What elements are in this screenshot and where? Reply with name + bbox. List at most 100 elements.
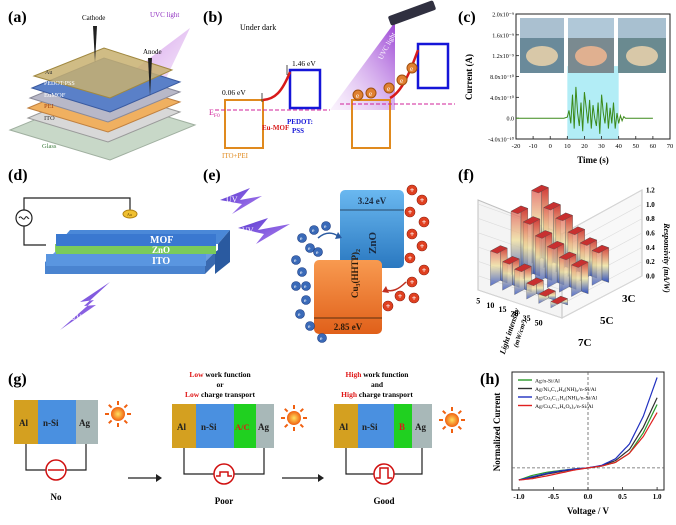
- layer-pei-label: PEI: [44, 103, 54, 110]
- pedot-label-2: PSS: [292, 127, 304, 135]
- bar-top: [502, 256, 520, 265]
- photo-3-sky: [618, 18, 666, 38]
- cell3-al-label: Al: [339, 422, 348, 432]
- zno-block: [340, 190, 404, 268]
- pedot-box-right: [416, 42, 450, 90]
- x-tick-label: -20: [512, 143, 521, 150]
- x-tick-label: 1.0: [653, 493, 662, 501]
- electron-label: e: [312, 228, 315, 234]
- ito-label-d: ITO: [152, 256, 170, 267]
- bar-top: [579, 237, 598, 246]
- bar-top: [567, 226, 586, 235]
- result-good: Good: [373, 496, 394, 506]
- layer-pedot-label: PEDOT:PSS: [44, 81, 75, 87]
- au-electrode-label: Au: [127, 212, 132, 217]
- photo-1-object: [526, 46, 558, 66]
- cell3-nsi: [358, 404, 394, 448]
- hole: [418, 216, 430, 228]
- bar-top: [531, 184, 549, 194]
- y-tick-label: 4.0x10⁻¹⁰: [490, 95, 514, 102]
- electron-label: e: [356, 92, 359, 100]
- cell1-nsi: [38, 400, 76, 444]
- photo-3-object: [626, 46, 658, 66]
- electron-label: e: [320, 336, 323, 342]
- electron: [352, 89, 364, 101]
- hole: [408, 292, 420, 304]
- cell2-nsi-label: n-Si: [201, 422, 217, 432]
- hole-label: +: [412, 294, 417, 303]
- mof-band: [56, 234, 216, 246]
- right-title-2: and: [371, 380, 384, 389]
- legend-label: Ag/Ni₃C₁₂H₆(NH)₆/n-Si/Al: [535, 386, 597, 393]
- panel-a: (a) Au PEDOT:PSS EuMOF PEI ITO Glass Cat…: [8, 9, 197, 161]
- panel-c: (c) 2.0x10⁻⁹1.6x10⁻⁹1.2x10⁻⁹8.0x10⁻¹⁰4.0…: [458, 9, 673, 165]
- cell1-ag-label: Ag: [79, 418, 90, 428]
- hole-label: +: [386, 302, 391, 311]
- sun-icon: [105, 401, 131, 427]
- y-tick-label: 1.2x10⁻⁹: [492, 54, 514, 60]
- electron-label: e: [308, 324, 311, 330]
- mid-title-1: Low work function: [189, 370, 251, 379]
- cathode-probe: [93, 26, 97, 62]
- panel-d-label: (d): [8, 167, 28, 184]
- uvc-beam-b: [330, 22, 395, 110]
- cell-3: High work function and High charge trans…: [334, 370, 432, 506]
- energy-0.06: 0.06 eV: [222, 88, 246, 97]
- hole-label: +: [422, 266, 427, 275]
- layer-eumof-label: EuMOF: [44, 92, 66, 99]
- anode-label: Anode: [143, 48, 162, 56]
- x-tick-label: -10: [529, 143, 538, 150]
- electrons-b: e e e e e: [352, 62, 418, 101]
- x-tick-label: 35: [523, 314, 531, 323]
- x-tick-label: 30: [598, 143, 605, 150]
- electron: [301, 281, 311, 291]
- arrowhead: [318, 474, 324, 482]
- stack-side: [215, 230, 230, 274]
- electron: [321, 221, 331, 231]
- bar-top: [538, 288, 556, 297]
- electron: [301, 295, 311, 305]
- panel-f-bars: [489, 184, 610, 309]
- ito-slab-side: [205, 252, 215, 274]
- panel-f-label: (f): [458, 167, 474, 184]
- zno-label-d: ZnO: [152, 245, 170, 255]
- hole: [418, 264, 430, 276]
- hole-label: +: [420, 196, 425, 205]
- electron: [383, 82, 395, 94]
- bar-3d: [538, 288, 556, 304]
- hole: [404, 206, 416, 218]
- electron: [297, 233, 307, 243]
- hole-label: +: [410, 186, 415, 195]
- electron: [297, 267, 307, 277]
- electron: [305, 243, 315, 253]
- inset-photos: [520, 18, 666, 73]
- arrowhead: [382, 286, 389, 293]
- hole-label: +: [410, 230, 415, 239]
- bar-3d: [591, 244, 610, 286]
- cell2-ag-label: Ag: [258, 422, 269, 432]
- cell2-ag: [256, 404, 274, 448]
- electron: [295, 309, 305, 319]
- mof-label: MOF: [150, 235, 173, 246]
- bar-top: [591, 245, 610, 254]
- bar-top: [514, 263, 532, 272]
- y-tick-label: 1.6x10⁻⁹: [492, 33, 514, 39]
- legend-label: Ag/n-Si/Al: [535, 379, 560, 385]
- z-tick-label: 0.2: [646, 258, 655, 266]
- arrowhead: [156, 474, 162, 482]
- panel-f-zlabel: Responsivity (mA/W): [662, 222, 671, 293]
- cell3-al: [334, 404, 358, 448]
- au-layer: [32, 47, 174, 99]
- cell3-meter: [373, 463, 395, 485]
- electron-label: e: [387, 85, 390, 93]
- ammeter-wave: [18, 216, 30, 220]
- electron: [365, 87, 377, 99]
- mid-title-2: or: [216, 380, 224, 389]
- z-tick-label: 0.6: [646, 230, 655, 238]
- hole-label: +: [398, 292, 403, 301]
- panel-e: (e) 3.24 eV ZnO 2.85 eV Cu3(HHTP)2 UV ee…: [203, 167, 430, 343]
- cell1-al-label: Al: [19, 418, 28, 428]
- x-tick-label: 10: [486, 301, 494, 310]
- eumof-label: Eu-MOF: [262, 124, 289, 132]
- electron: [396, 74, 408, 86]
